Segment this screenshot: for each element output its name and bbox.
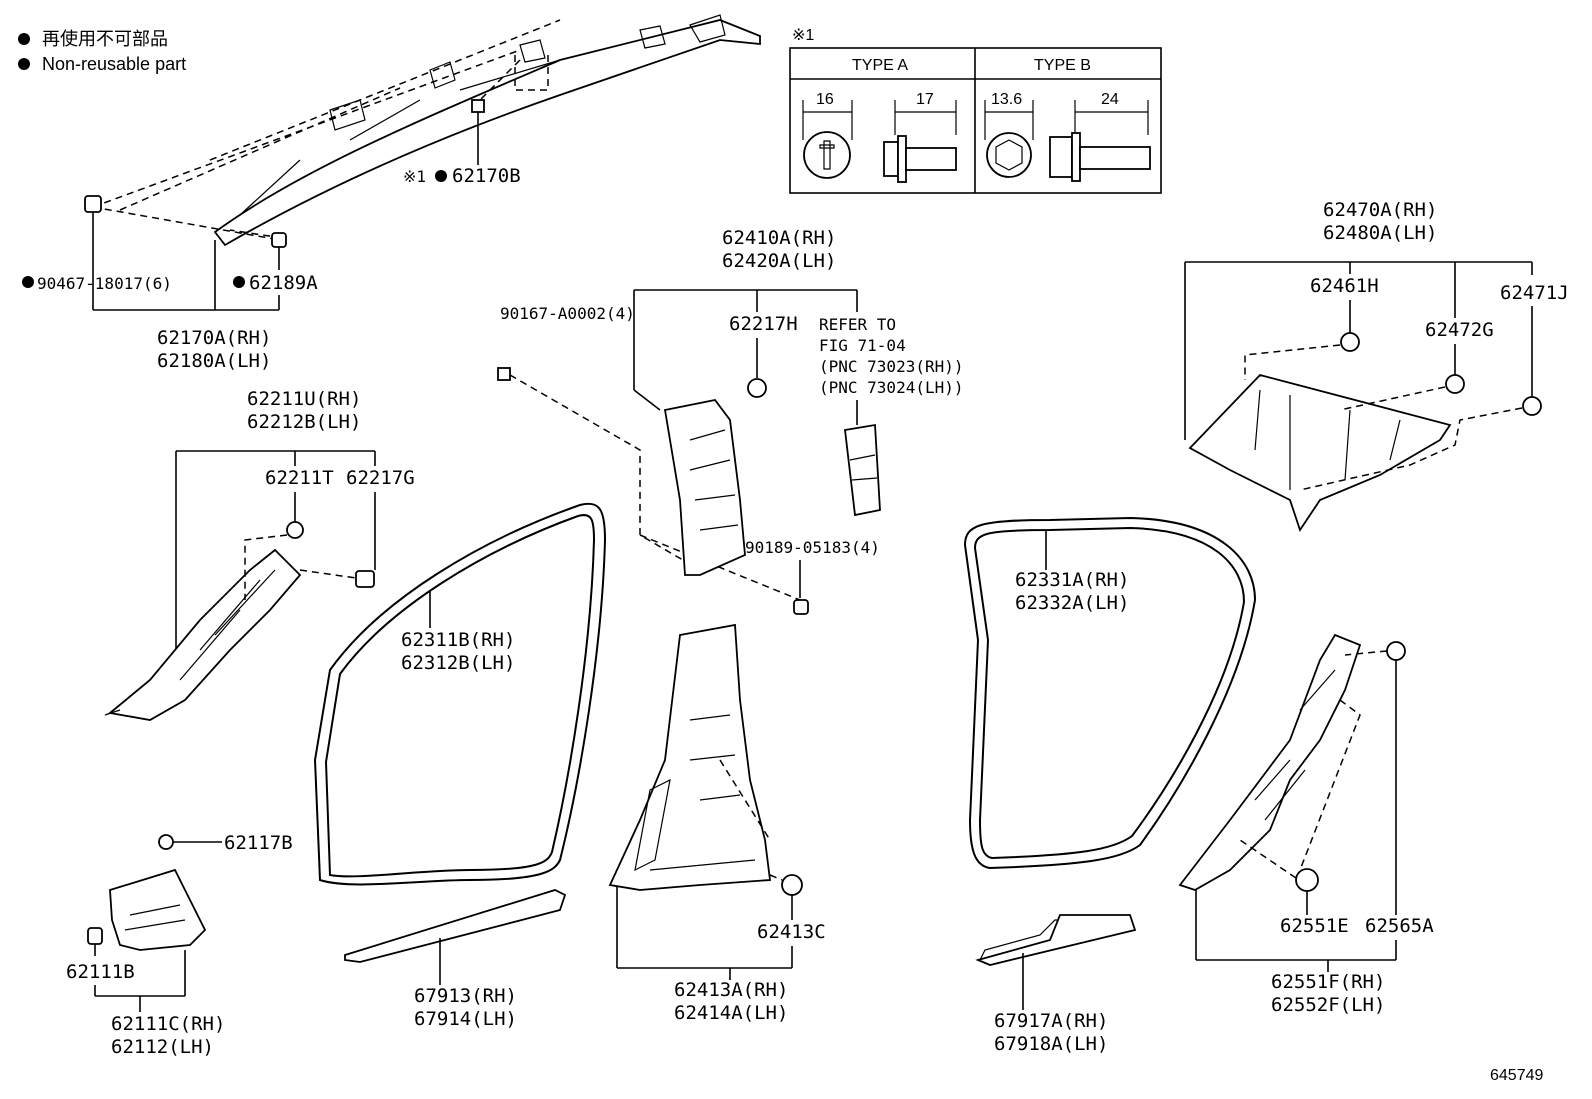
type-table: ※1 TYPE A TYPE B 16 17 13.6 24 bbox=[789, 27, 1162, 194]
callout-62470a: 62470A(RH) bbox=[1323, 199, 1437, 221]
figure-id: 645749 bbox=[1490, 1067, 1543, 1084]
table-mark: ※1 bbox=[792, 27, 814, 44]
curtain-airbag-part bbox=[92, 14, 761, 247]
rear-scuff-plate-part bbox=[975, 914, 1137, 966]
quarter-trim-lower-part bbox=[1178, 633, 1362, 891]
refer-line2: FIG 71-04 bbox=[819, 336, 906, 355]
callout-62189a: 62189A bbox=[249, 272, 318, 294]
callout-62552f: 62552F(LH) bbox=[1271, 994, 1385, 1016]
clip-62551e-icon bbox=[1295, 868, 1319, 892]
callout-62413c: 62413C bbox=[757, 921, 826, 943]
type-b-label: TYPE B bbox=[1034, 57, 1091, 74]
b-pillar-upper-garnish-part bbox=[663, 399, 746, 576]
clip-62461h-icon bbox=[1340, 332, 1360, 352]
clip-62189a-icon bbox=[271, 232, 287, 248]
legend-en: Non-reusable part bbox=[42, 54, 186, 74]
callout-62112: 62112(LH) bbox=[111, 1036, 214, 1058]
front-weatherstrip-part bbox=[313, 502, 607, 886]
bolt-90167-icon bbox=[497, 367, 511, 381]
bolt-a-icon bbox=[883, 135, 957, 183]
callout-62420a: 62420A(LH) bbox=[722, 250, 836, 272]
callout-62413a: 62413A(RH) bbox=[674, 979, 788, 1001]
legend: 再使用不可部品 Non-reusable part bbox=[18, 29, 186, 74]
callout-67917a: 67917A(RH) bbox=[994, 1010, 1108, 1032]
clip-62117b-icon bbox=[158, 834, 174, 850]
clip-62211t-icon bbox=[286, 521, 304, 539]
callout-62217h: 62217H bbox=[729, 313, 798, 335]
clip-62565a-icon bbox=[1386, 641, 1406, 661]
callout-62180a: 62180A(LH) bbox=[157, 350, 271, 372]
callout-62211u: 62211U(RH) bbox=[247, 388, 361, 410]
non-reusable-dot-icon bbox=[435, 170, 447, 182]
callout-62565a: 62565A bbox=[1365, 915, 1434, 937]
callout-62111b: 62111B bbox=[66, 961, 135, 983]
b-pillar-lower-garnish-part bbox=[608, 623, 772, 891]
bolt-b-icon bbox=[1049, 132, 1151, 182]
clip-90189-icon bbox=[793, 599, 809, 615]
callout-62410a: 62410A(RH) bbox=[722, 227, 836, 249]
type-b-dim1: 13.6 bbox=[991, 91, 1022, 108]
legend-jp: 再使用不可部品 bbox=[42, 29, 168, 49]
callout-62331a: 62331A(RH) bbox=[1015, 569, 1129, 591]
callout-62551f: 62551F(RH) bbox=[1271, 971, 1385, 993]
type-b-dim2: 24 bbox=[1101, 91, 1119, 108]
refer-line1: REFER TO bbox=[819, 315, 896, 334]
callout-67914: 67914(LH) bbox=[414, 1008, 517, 1030]
callout-62111c: 62111C(RH) bbox=[111, 1013, 225, 1035]
a-pillar-garnish-part bbox=[104, 548, 302, 721]
clip-90467-icon bbox=[84, 195, 102, 213]
rear-weatherstrip-part bbox=[963, 516, 1257, 870]
callout-62480a: 62480A(LH) bbox=[1323, 222, 1437, 244]
clip-62413c-icon bbox=[781, 874, 803, 896]
callout-67913: 67913(RH) bbox=[414, 985, 517, 1007]
front-scuff-plate-part bbox=[344, 889, 567, 963]
callout-62461h: 62461H bbox=[1310, 275, 1379, 297]
callout-62471j: 62471J bbox=[1500, 282, 1569, 304]
quarter-trim-upper-part bbox=[1188, 373, 1452, 533]
seatbelt-adjuster-part bbox=[844, 423, 881, 517]
clip-62111b-icon bbox=[87, 927, 103, 945]
non-reusable-dot-icon bbox=[18, 33, 30, 45]
clip-62471j-icon bbox=[1522, 396, 1542, 416]
callout-62212b: 62212B(LH) bbox=[247, 411, 361, 433]
callout-90167: 90167-A0002(4) bbox=[500, 304, 635, 323]
cowl-side-trim-part bbox=[109, 868, 207, 951]
non-reusable-dot-icon bbox=[22, 276, 34, 288]
clip-62217h-icon bbox=[747, 378, 767, 398]
clip-62217g-icon bbox=[355, 570, 375, 588]
type-a-dim2: 17 bbox=[916, 91, 934, 108]
callout-62170a: 62170A(RH) bbox=[157, 327, 271, 349]
callout-62312b: 62312B(LH) bbox=[401, 652, 515, 674]
callout-62332a: 62332A(LH) bbox=[1015, 592, 1129, 614]
callout-62311b: 62311B(RH) bbox=[401, 629, 515, 651]
hex-head-icon bbox=[986, 132, 1032, 178]
type-a-dim1: 16 bbox=[816, 91, 834, 108]
callout-62414a: 62414A(LH) bbox=[674, 1002, 788, 1024]
non-reusable-dot-icon bbox=[18, 58, 30, 70]
callout-62170b: 62170B bbox=[452, 165, 521, 187]
refer-line4: (PNC 73024(LH)) bbox=[819, 378, 964, 397]
clip-62472g-icon bbox=[1445, 374, 1465, 394]
non-reusable-dot-icon bbox=[233, 276, 245, 288]
callout-90467: 90467-18017(6) bbox=[37, 274, 172, 293]
callout-90189: 90189-05183(4) bbox=[745, 538, 880, 557]
callout-62117b: 62117B bbox=[224, 832, 293, 854]
refer-line3: (PNC 73023(RH)) bbox=[819, 357, 964, 376]
phillips-head-icon bbox=[803, 131, 851, 179]
callout-62551e: 62551E bbox=[1280, 915, 1349, 937]
callout-62217g: 62217G bbox=[346, 467, 415, 489]
callout-67918a: 67918A(LH) bbox=[994, 1033, 1108, 1055]
type-a-label: TYPE A bbox=[852, 57, 908, 74]
note-mark-62170b: ※1 bbox=[403, 167, 426, 186]
bolt-62170b-icon bbox=[471, 99, 485, 165]
callout-62472g: 62472G bbox=[1425, 319, 1494, 341]
callout-62211t: 62211T bbox=[265, 467, 334, 489]
